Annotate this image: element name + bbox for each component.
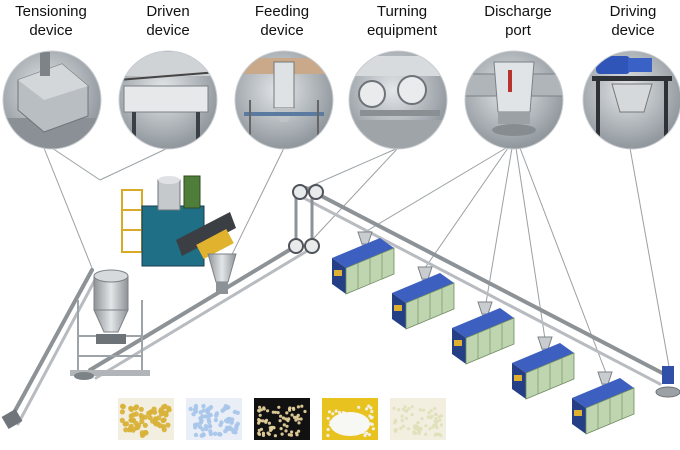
blue-crystal-sample [186,398,242,440]
pipe-return-lower [94,246,314,380]
leader-line-turning-2 [311,147,399,241]
label-discharge-port: Discharge port [484,3,552,39]
leader-line-discharge-4 [515,147,546,340]
extruder-4 [512,336,575,400]
label-turning-equipment: Turning equipment [366,3,438,39]
label-driven-device: Driven device [146,3,190,39]
driven-device-machine [121,175,237,294]
discharge-port-photo [464,50,564,150]
beige-powder-sample [254,398,310,440]
pipe-main-lower [298,194,662,386]
material-samples [118,398,446,440]
leader-line-tensioning [43,147,93,269]
pipe-return-upper [88,244,298,372]
fine-granule-sample [390,398,446,440]
turning-wheel-bottom-right [304,238,320,254]
leader-line-discharge-2 [424,147,509,269]
driven-device-photo [118,50,218,150]
leader-line-driven [51,147,101,181]
extruder-5 [572,371,635,435]
turning-wheel-top-left [292,184,308,200]
yellow-granules-sample [118,398,174,440]
leader-line-discharge-3 [485,147,513,304]
extruder-2 [392,266,455,330]
tensioning-device [1,408,23,430]
leader-line-turning-1 [301,147,399,191]
label-driving-device: Driving device [609,3,657,39]
leader-line-driven-2 [99,147,169,181]
leader-line-driving [629,147,671,373]
label-tensioning-device: Tensioning device [15,3,87,39]
feeding-device-photo [234,50,334,150]
storage-silo [70,269,150,380]
extruder-3 [452,301,515,365]
driving-motor [655,366,680,398]
extruders [332,231,635,435]
driving-device-photo [582,50,680,150]
label-feeding-device: Feeding device [254,3,310,39]
turning-wheels [288,184,324,254]
leader-lines [43,147,671,374]
conveyor-pipes [8,186,670,426]
pipe-incline-right [16,276,98,426]
pipe-main-upper [304,186,670,378]
tensioning-device-photo [2,50,102,150]
white-powder-sample [322,398,378,440]
leader-line-discharge-1 [364,147,507,233]
turning-wheel-top-right [308,184,324,200]
turning-equipment-photo [348,50,448,150]
pipe-incline-left [8,268,94,422]
turning-wheel-bottom-left [288,238,304,254]
extruder-1 [332,231,395,295]
